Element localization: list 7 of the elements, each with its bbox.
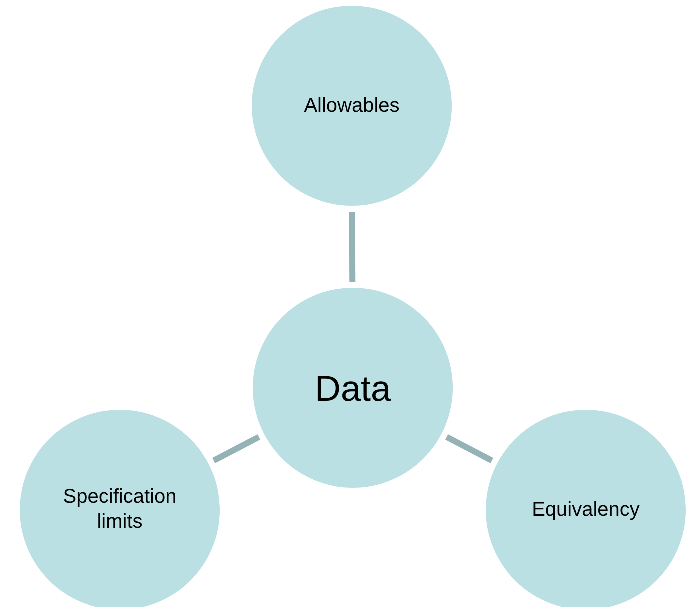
circle-label: Equivalency bbox=[532, 498, 640, 522]
connector-line bbox=[212, 434, 260, 464]
connector-line bbox=[446, 434, 494, 464]
circle-label: Data bbox=[314, 366, 392, 410]
circle-label: Specification limits bbox=[62, 485, 178, 535]
circle-label: Allowables bbox=[304, 94, 400, 118]
connector-line bbox=[349, 212, 356, 282]
